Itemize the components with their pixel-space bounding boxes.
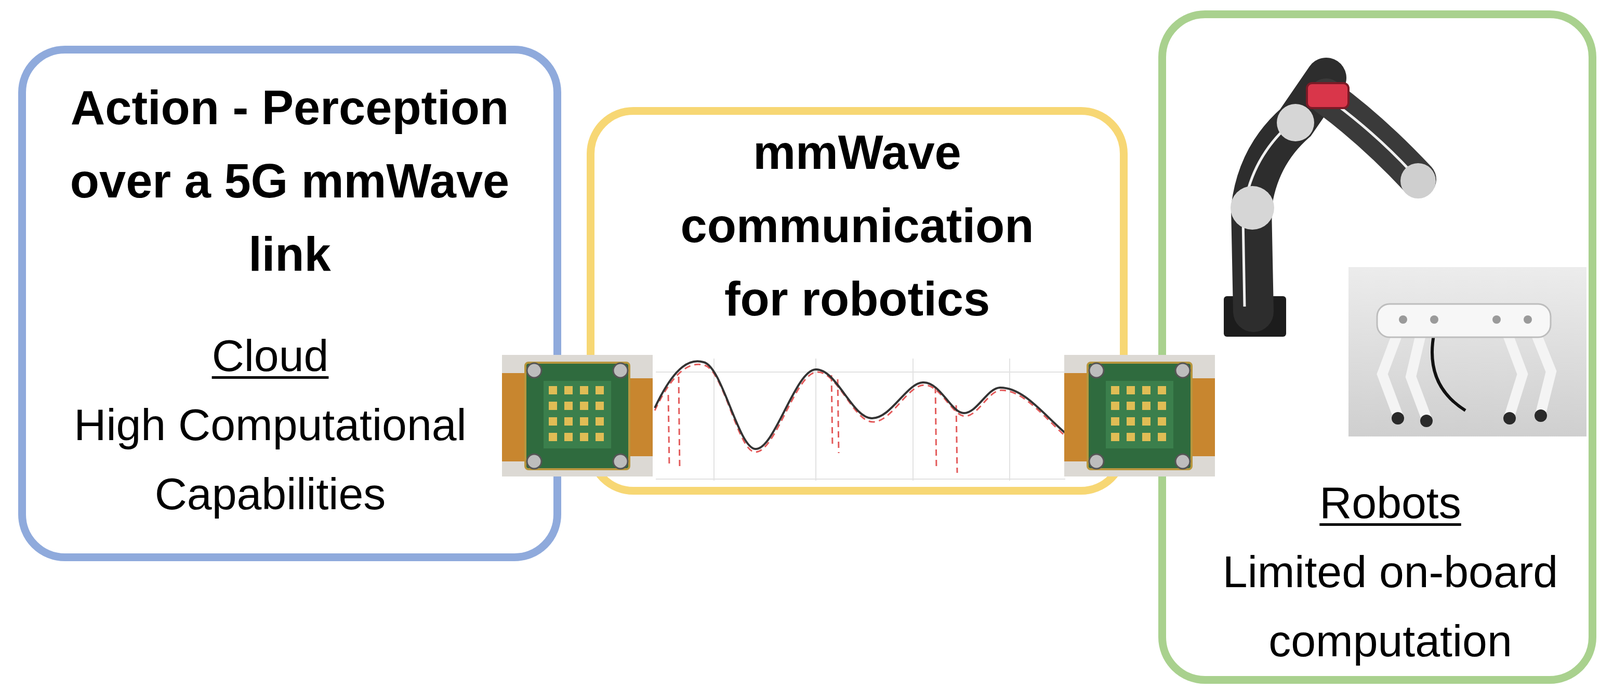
photo-ground (1348, 267, 1587, 437)
dog-feet (1534, 409, 1547, 422)
dog-joints (1523, 315, 1532, 324)
dog-feet (1420, 414, 1433, 428)
plot-grid (912, 358, 914, 481)
arm-joint (1400, 163, 1436, 199)
description: Limited on-board computation (1197, 537, 1584, 676)
arm-camera (1306, 83, 1349, 109)
dog-legs (1535, 332, 1552, 414)
link-box: mmWave communication for robotics (586, 107, 1128, 495)
plot-grid (655, 371, 1066, 373)
antenna-module (501, 354, 653, 477)
measured-signal (837, 379, 839, 454)
dog-feet (1391, 409, 1547, 428)
dog-feet (1391, 412, 1405, 425)
plot-grid (713, 358, 715, 481)
model-curve (654, 361, 1066, 449)
heading: mmWave communication for robotics (649, 115, 1066, 336)
robots-box: RobotsLimited on-board computation (1158, 10, 1597, 684)
measured-signal (668, 394, 670, 468)
antenna-module (1064, 354, 1215, 477)
plot-grid (1009, 358, 1011, 481)
description: High Computational Capabilities (46, 390, 494, 529)
dog-joints (1430, 315, 1439, 324)
dog-joints (1398, 315, 1532, 324)
dog-cable (1432, 332, 1466, 411)
dog-legs (1382, 332, 1398, 416)
dog-legs (1410, 332, 1427, 419)
dog-joints (1398, 315, 1408, 324)
measured-signal (654, 364, 1066, 473)
measured-signal (935, 387, 937, 471)
dog-legs (1382, 332, 1552, 419)
dog-feet (1503, 412, 1516, 425)
arm-joint (1276, 103, 1315, 142)
dog-joints (1492, 315, 1501, 324)
plot-grid (815, 358, 817, 481)
plot-grid (655, 478, 1066, 480)
measured-signal (956, 405, 958, 473)
section-title: Cloud (46, 321, 494, 391)
measured-signal (678, 376, 680, 471)
dog-legs (1506, 332, 1523, 416)
robot-dog-photo (1348, 267, 1587, 437)
measured-signal (831, 375, 833, 448)
arm-stripe (1335, 103, 1411, 172)
cloud-box: Action - Perception over a 5G mmWave lin… (18, 45, 562, 562)
arm-joint (1230, 186, 1275, 230)
signal-plot (654, 358, 1066, 481)
heading: Action - Perception over a 5G mmWave lin… (31, 71, 549, 292)
section-title: Robots (1197, 468, 1584, 538)
dog-body (1377, 303, 1551, 338)
